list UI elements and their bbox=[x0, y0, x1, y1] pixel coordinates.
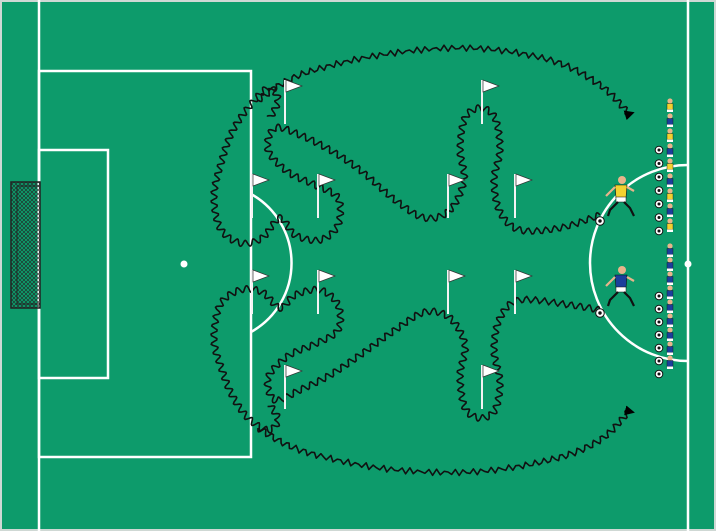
player-icon bbox=[667, 98, 673, 112]
soccer-ball-icon bbox=[655, 305, 663, 313]
soccer-ball-icon bbox=[655, 357, 663, 365]
soccer-ball-icon bbox=[655, 146, 663, 154]
soccer-ball-icon bbox=[655, 292, 663, 300]
soccer-ball-icon bbox=[655, 344, 663, 352]
player-icon bbox=[667, 313, 673, 327]
player-icon bbox=[667, 158, 673, 172]
soccer-ball-icon bbox=[655, 370, 663, 378]
soccer-ball-icon bbox=[596, 217, 605, 226]
soccer-ball-icon bbox=[655, 187, 663, 195]
soccer-ball-icon bbox=[655, 160, 663, 168]
soccer-ball-icon bbox=[596, 309, 605, 318]
player-icon bbox=[667, 143, 673, 157]
player-icon bbox=[667, 113, 673, 127]
player-icon bbox=[667, 271, 673, 285]
goal-net-icon bbox=[11, 182, 40, 308]
penalty-spot bbox=[181, 261, 188, 268]
soccer-ball-icon bbox=[655, 331, 663, 339]
player-icon bbox=[667, 203, 673, 217]
player-icon bbox=[667, 173, 673, 187]
center-spot bbox=[685, 261, 692, 268]
player-icon bbox=[667, 128, 673, 142]
player-icon bbox=[667, 285, 673, 299]
soccer-ball-icon bbox=[655, 214, 663, 222]
soccer-ball-icon bbox=[655, 227, 663, 235]
player-icon bbox=[667, 243, 673, 257]
soccer-ball-icon bbox=[655, 173, 663, 181]
player-icon bbox=[667, 327, 673, 341]
player-icon bbox=[667, 341, 673, 355]
player-icon bbox=[667, 257, 673, 271]
player-icon bbox=[667, 299, 673, 313]
soccer-ball-icon bbox=[655, 318, 663, 326]
player-icon bbox=[667, 218, 673, 232]
player-icon bbox=[667, 355, 673, 369]
soccer-ball-icon bbox=[655, 200, 663, 208]
player-icon bbox=[667, 188, 673, 202]
